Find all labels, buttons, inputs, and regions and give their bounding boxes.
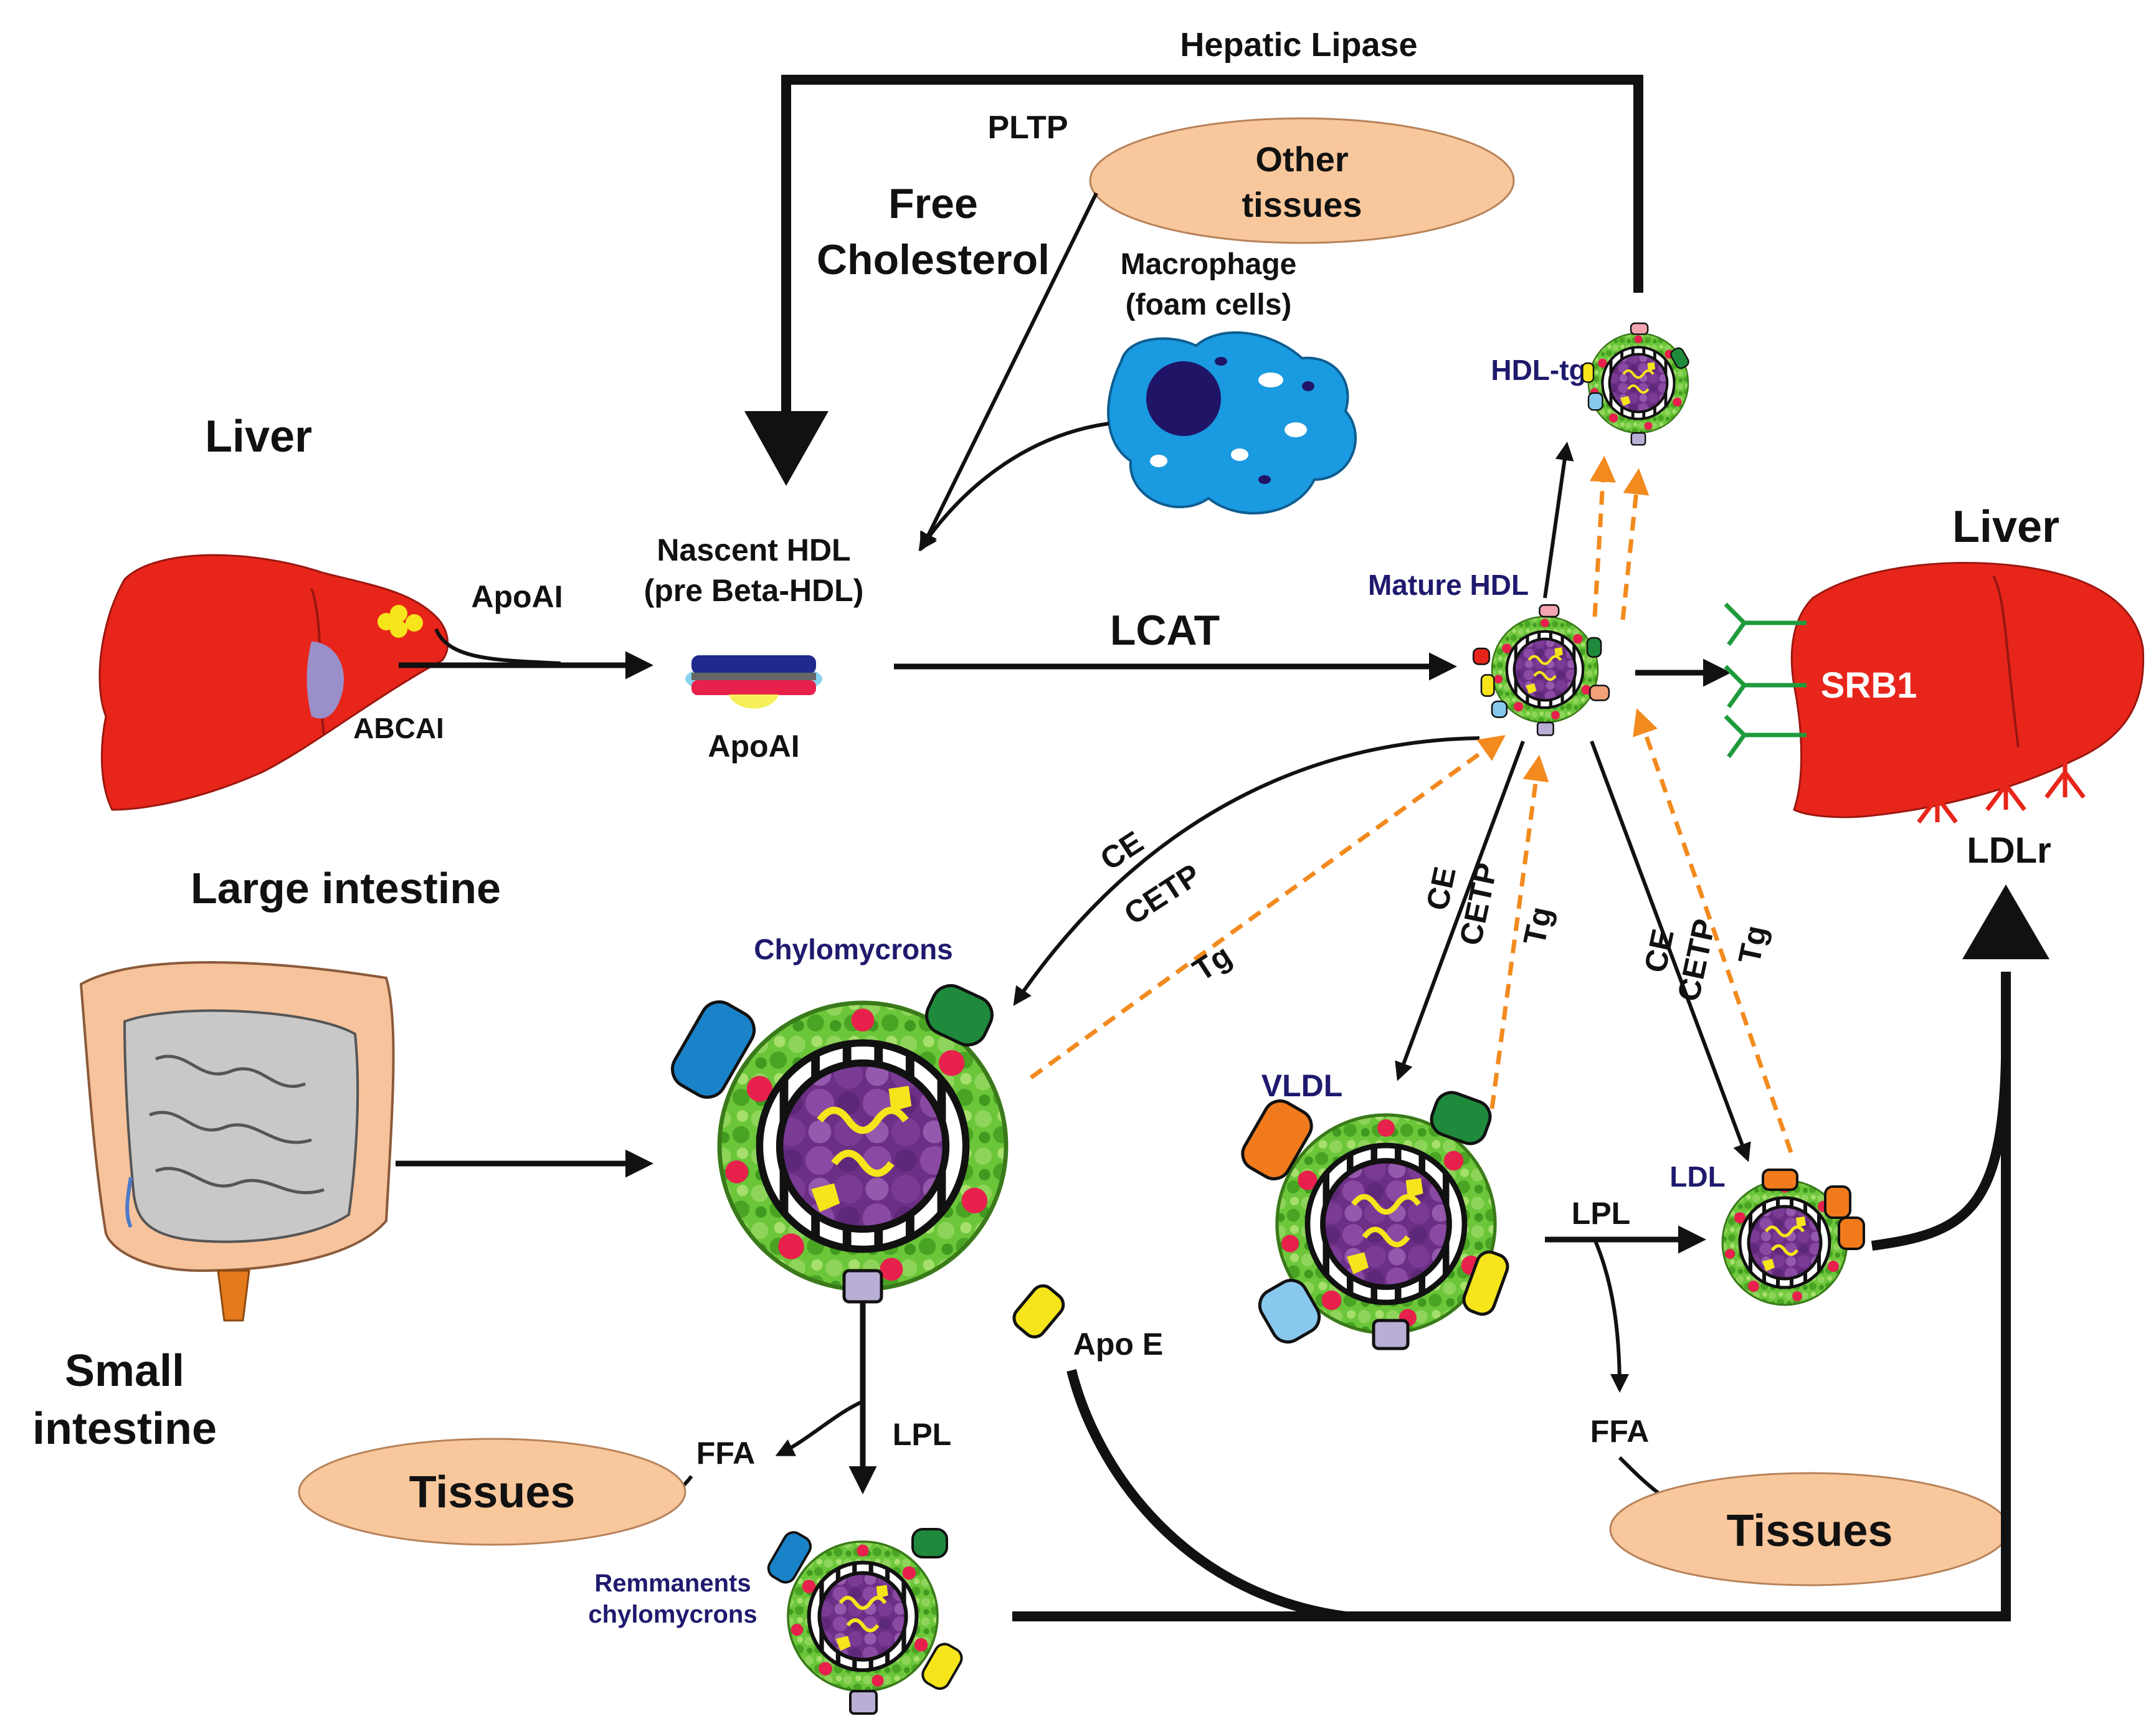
chylo-apo-blue (671, 1000, 756, 1099)
chylo-apo-lilac (842, 1269, 883, 1304)
srb1-label: SRB1 (1821, 665, 1917, 706)
other-tissues-oval (1089, 117, 1515, 244)
liver-right-label: Liver (1952, 502, 2059, 552)
hdl-tg-label: HDL-tg (1491, 354, 1586, 386)
intestine-illustration (79, 961, 395, 1322)
macrophage-nucleus (1146, 361, 1221, 436)
lpl-left-label: LPL (893, 1417, 951, 1452)
liver-left (98, 554, 449, 811)
ldlr-receptors (1917, 735, 2086, 824)
small-intestine-label-2: intestine (32, 1404, 217, 1454)
nascent-hdl-label: Nascent HDL (657, 533, 850, 567)
ldlr-label: LDLr (1967, 830, 2051, 871)
ce-label-3: CE (1638, 926, 1681, 976)
hepatic-lipase-label: Hepatic Lipase (1180, 26, 1417, 64)
hdl-to-vldl-ce-arrow (1395, 740, 1525, 1081)
vldl-apo-yellow (1462, 1250, 1509, 1316)
ldl-apo-orange-1 (1762, 1169, 1798, 1191)
vldl-to-ffa-arrow (1593, 1238, 1629, 1393)
chylo-to-ffa-arrow (775, 1400, 864, 1456)
liver-left-label: Liver (205, 412, 312, 462)
pltp-label: PLTP (987, 110, 1068, 146)
tissues-left-label: Tissues (409, 1468, 576, 1517)
mature-to-hdltg-arrow (1543, 442, 1574, 599)
other-tissues-label-2: tissues (1242, 185, 1362, 224)
remnant-chylomicron-particle (788, 1542, 938, 1691)
other-tissues-label: Other (1255, 140, 1348, 179)
vldl-label: VLDL (1261, 1068, 1343, 1103)
hdl-to-chylo-ce-arrow (1013, 736, 1480, 1006)
apoai-bottom-label: ApoAI (708, 729, 799, 764)
nascent-hdl-label-2: (pre Beta-HDL) (644, 573, 864, 608)
tissues-left-oval (298, 1438, 686, 1546)
macrophage-to-nascent-line (918, 422, 1109, 551)
tg-dash-to-hdltg-1 (1590, 455, 1616, 617)
vldl-to-hdl-tg-dash (1489, 754, 1549, 1109)
hepatic-lipase-loop (781, 75, 1643, 424)
tg-dash-to-hdltg-2 (1620, 468, 1650, 620)
ffa-left-label: FFA (696, 1436, 755, 1471)
ce-label-2: CE (1420, 864, 1463, 914)
apoe-curve (1066, 972, 2011, 1621)
tissues-right-label: Tissues (1727, 1506, 1893, 1556)
macrophage-cell (1107, 331, 1357, 514)
apo-e-label: Apo E (1073, 1327, 1163, 1362)
chylo-apo-green (925, 984, 994, 1047)
ldl-apo-orange-3 (1838, 1216, 1865, 1250)
liver-right (1790, 562, 2145, 818)
apoai-top-label: ApoAI (471, 579, 563, 614)
tg-label-2: Tg (1517, 904, 1559, 948)
hdl-tg-particle (1582, 322, 1690, 446)
liver-apoai-curve (434, 628, 561, 665)
ldl-to-hdl-tg-dash (1633, 708, 1793, 1154)
apo-e-shape (1012, 1284, 1065, 1339)
abcai-label: ABCAI (353, 712, 444, 744)
ffa-right-label: FFA (1590, 1414, 1649, 1449)
large-intestine-label: Large intestine (191, 864, 501, 913)
macrophage-label: Macrophage (1121, 248, 1297, 281)
cetp-label-1: CETP (1118, 857, 1207, 932)
vldl-apo-lilac (1372, 1319, 1410, 1350)
srb1-receptors (1724, 602, 1807, 759)
ldl-label: LDL (1669, 1160, 1725, 1193)
remnant-apo-green (911, 1528, 948, 1558)
remnant-apo-yellow (921, 1643, 963, 1690)
tg-label-1: Tg (1187, 938, 1238, 988)
free-cholesterol-label: Free (888, 180, 978, 227)
cetp-label-3: CETP (1671, 916, 1722, 1004)
vldl-apo-orange (1241, 1099, 1313, 1180)
remnants-label-2: chylomycrons (588, 1601, 757, 1628)
other-tissues-to-nascent-line (920, 192, 1098, 552)
macrophage-label-2: (foam cells) (1126, 288, 1292, 321)
ldl-to-liver-arrowhead (1962, 884, 2049, 959)
lcat-label: LCAT (1110, 607, 1220, 654)
nascent-hdl-particle (685, 655, 822, 709)
remnant-apo-blue (767, 1531, 812, 1584)
ldl-to-liver-arrow (1871, 972, 2011, 1251)
small-intestine-label: Small (65, 1346, 184, 1396)
mature-hdl-label: Mature HDL (1368, 569, 1529, 601)
remnant-apo-lilac (849, 1690, 878, 1715)
ce-label-1: CE (1094, 824, 1149, 877)
tg-label-3: Tg (1732, 922, 1774, 967)
free-cholesterol-label-2: Cholesterol (817, 236, 1050, 283)
vldl-apo-green (1430, 1091, 1492, 1145)
hdl-to-ldl-ce-arrow (1590, 740, 1751, 1162)
chylo-to-hdl-tg-dash (1029, 735, 1506, 1079)
ldl-apo-orange-2 (1824, 1185, 1851, 1219)
chylomicrons-label: Chylomycrons (754, 933, 953, 965)
vldl-apo-blue (1258, 1279, 1321, 1344)
hepatic-lipase-arrowhead (744, 411, 829, 486)
lpl-right-label: LPL (1572, 1196, 1630, 1231)
remnants-label: Remmanents (594, 1570, 751, 1597)
mature-hdl-particle (1472, 604, 1610, 736)
